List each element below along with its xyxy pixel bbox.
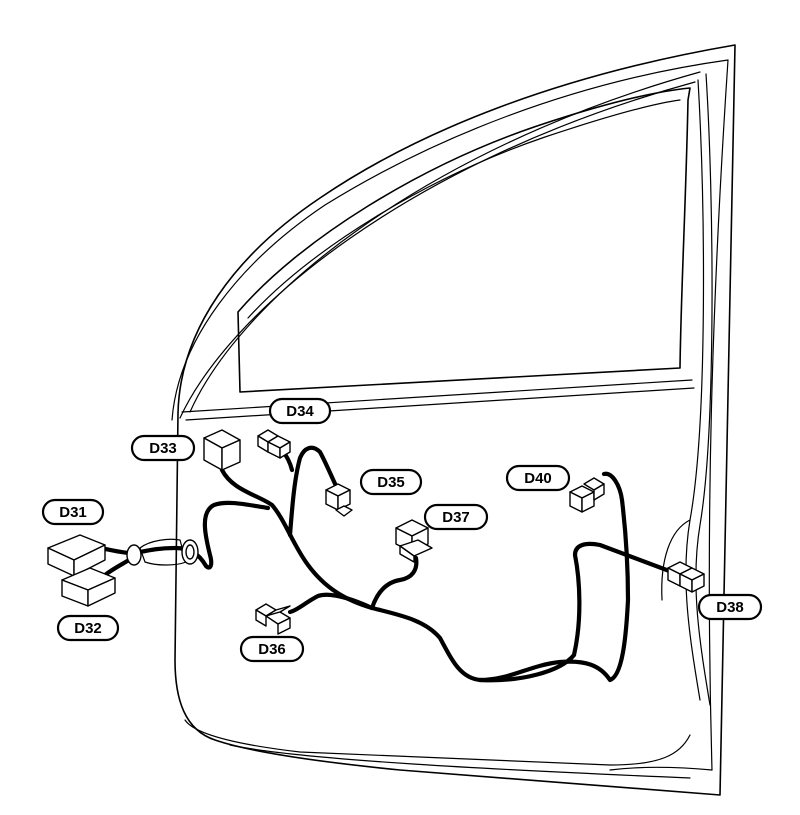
wiring-harness (97, 445, 675, 683)
label-d32: D32 (56, 614, 120, 642)
label-d40-text: D40 (524, 470, 552, 487)
label-d34: D34 (268, 397, 332, 425)
label-d31: D31 (41, 498, 105, 526)
door-panel (171, 44, 736, 796)
label-d40: D40 (505, 464, 571, 492)
d40-connector (569, 477, 605, 513)
label-d32-text: D32 (74, 620, 102, 637)
label-d36-text: D36 (258, 641, 286, 658)
grommet (126, 538, 199, 566)
d32-connector (61, 567, 116, 607)
d37-connector (395, 519, 433, 563)
d31-connector (47, 534, 106, 577)
label-d36: D36 (239, 635, 305, 663)
label-d33: D33 (130, 434, 196, 462)
d33-connector (203, 429, 241, 471)
label-d35-text: D35 (377, 474, 405, 491)
label-d34-text: D34 (286, 403, 314, 420)
d36-connector (255, 603, 291, 635)
d38-connector (667, 561, 705, 593)
d34-connector (257, 429, 291, 459)
label-d35: D35 (359, 468, 423, 496)
label-d37: D37 (423, 503, 489, 531)
label-d38: D38 (697, 593, 763, 621)
label-d31-text: D31 (59, 504, 87, 521)
label-d33-text: D33 (149, 440, 177, 457)
label-d37-text: D37 (442, 509, 470, 526)
d35-connector (325, 483, 353, 517)
label-d38-text: D38 (716, 599, 744, 616)
